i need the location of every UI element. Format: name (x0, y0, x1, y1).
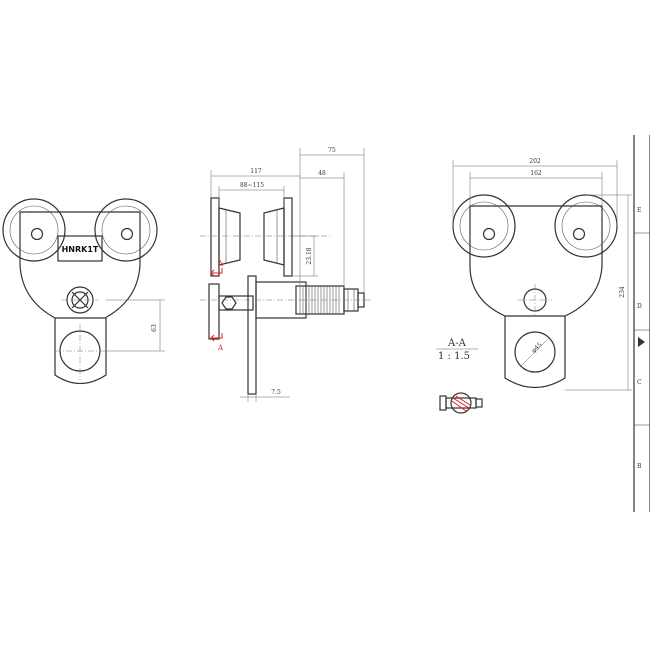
dim-63: 63 (151, 324, 158, 332)
rear-bolt-hole-right (572, 227, 586, 241)
section-bolt-head (439, 395, 447, 411)
front-right-wheel-inner (101, 205, 151, 255)
side-center-plate (247, 275, 257, 395)
section-marker-a-top-label: A (217, 260, 224, 268)
front-left-wheel (2, 198, 66, 262)
dim-117: 117 (250, 168, 262, 175)
dim-7-5: 7.5 (271, 389, 281, 396)
rear-lug (504, 316, 566, 388)
section-aa: A-A 1 : 1.5 (436, 338, 483, 414)
dim-phi: φ45 (530, 341, 543, 354)
section-hatch-c (451, 400, 467, 412)
side-right-flange (283, 197, 293, 277)
rear-lug-hole (514, 331, 556, 373)
front-view: HNRK1T 63 (2, 198, 165, 385)
section-marker-a-bottom-label: A (217, 344, 224, 352)
rear-left-wheel-inner (459, 201, 509, 251)
side-view: 117 75 48 88~115 23.18 7.5 A A (200, 147, 372, 402)
dim-202: 202 (529, 158, 541, 165)
model-plate (57, 235, 103, 262)
front-side-plate (19, 211, 141, 319)
section-hatch-a (452, 397, 470, 409)
model-label: HNRK1T (62, 245, 99, 254)
dim-phi-line (520, 337, 550, 367)
side-left-plate (208, 283, 220, 340)
side-bolt-head (221, 296, 237, 310)
front-bolt-hole-right (120, 227, 134, 241)
rear-side-plate (469, 205, 603, 317)
section-bolt-end (475, 398, 483, 408)
side-spacer (218, 295, 254, 311)
rear-right-wheel-inner (561, 201, 611, 251)
dim-48: 48 (318, 170, 326, 177)
dim-234: 234 (619, 286, 626, 298)
frame-letter-b: B (637, 463, 642, 470)
front-right-wheel (94, 198, 158, 262)
rear-right-wheel (554, 194, 618, 258)
frame-letter-d: D (637, 303, 642, 310)
front-left-wheel-inner (9, 205, 59, 255)
front-bolt-hole-left (30, 227, 44, 241)
front-axle-cross-b (71, 291, 89, 309)
side-left-wheel (218, 207, 241, 266)
rear-view: φ45 202 162 234 (452, 158, 632, 391)
dim-23-18: 23.18 (306, 247, 313, 264)
section-title: A-A (447, 338, 467, 349)
rear-left-wheel (452, 194, 516, 258)
dim-75: 75 (328, 147, 336, 154)
section-scale: 1 : 1.5 (438, 351, 470, 362)
section-hatch-b (455, 395, 471, 406)
section-bolt-circle (450, 392, 472, 414)
dim-88-115: 88~115 (240, 182, 264, 189)
dim-162: 162 (530, 170, 542, 177)
frame-center-arrow (638, 337, 645, 347)
frame-letter-c: C (637, 379, 642, 386)
drawing-frame: E D C B (633, 135, 650, 512)
side-right-wheel (263, 207, 285, 266)
rear-bolt-hole-left (482, 227, 496, 241)
frame-letter-e: E (637, 207, 641, 214)
section-marker-a: A A (210, 260, 224, 352)
front-lug (54, 318, 107, 385)
